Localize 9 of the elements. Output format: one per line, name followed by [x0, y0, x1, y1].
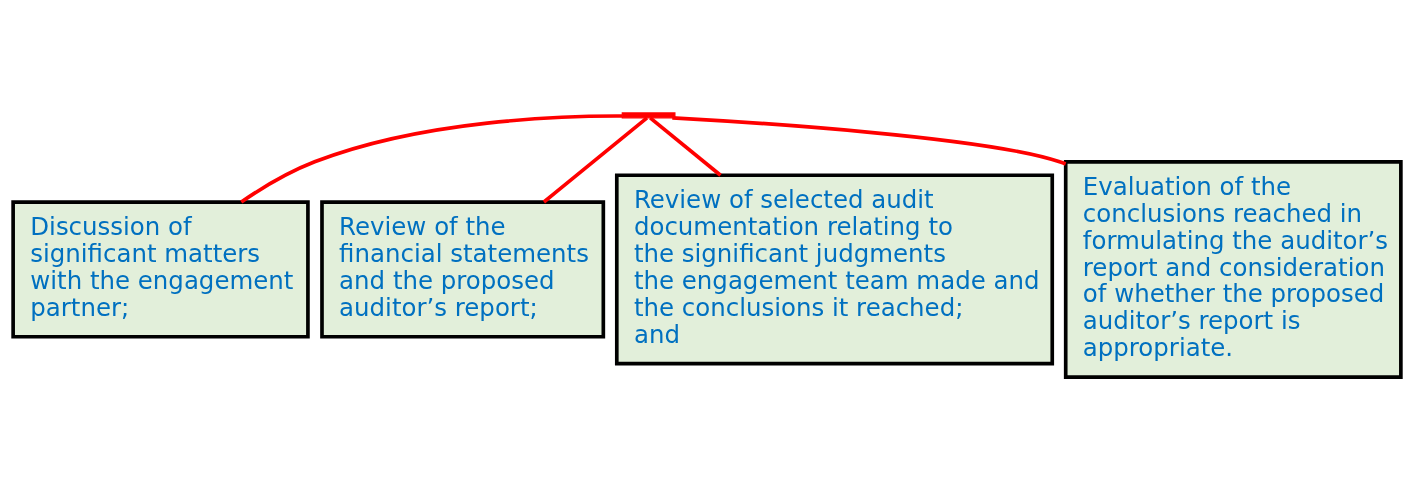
connector [240, 113, 622, 204]
node-box: Discussion of significant matters with the engagement partner; [11, 199, 310, 339]
connector [542, 115, 649, 203]
node-box: Evaluation of the conclusions reached in formulating the auditor’s report and consideration of whether the proposed auditor’s report is appropriate. [1063, 159, 1403, 379]
node-box: Review of the financial statements and the proposed auditor’s report; [320, 199, 606, 339]
node-box: Review of selected audit documentation relating to the significant judgments the engagement team made and the conclusions it reached; and [614, 172, 1055, 365]
connector [649, 115, 722, 177]
node-bar [621, 111, 676, 118]
connector [672, 115, 1067, 166]
